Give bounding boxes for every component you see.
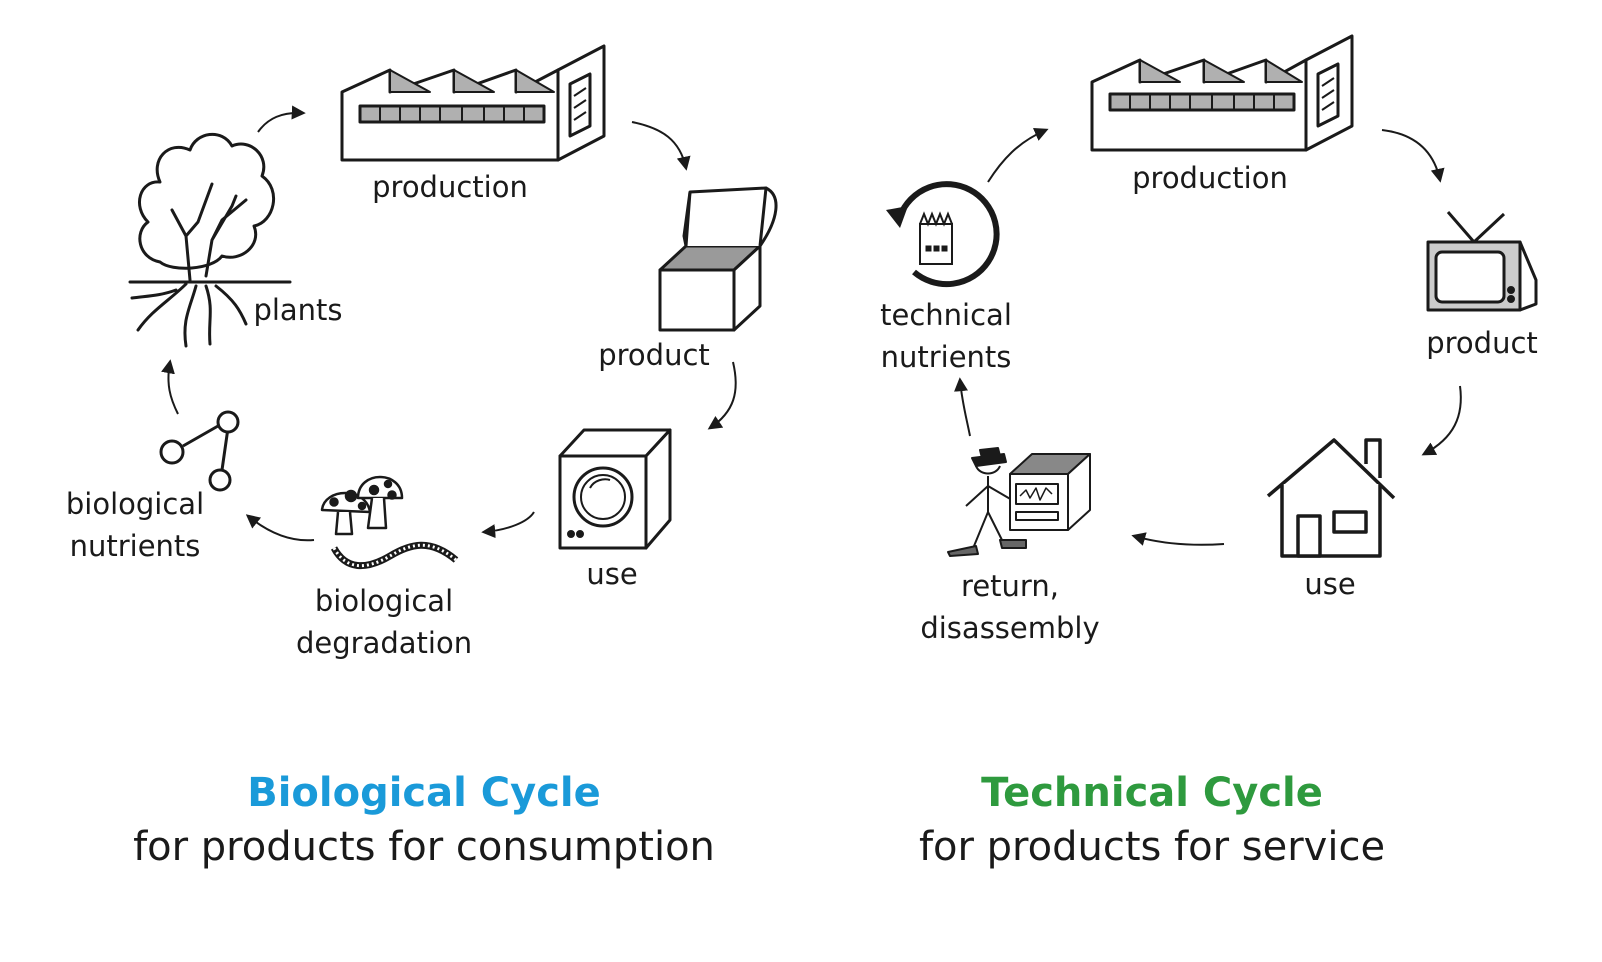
molecule-icon bbox=[159, 410, 240, 492]
bio-product-label: product bbox=[598, 338, 710, 372]
bio-production-label: production bbox=[372, 170, 528, 204]
tech-return-label-1: return, bbox=[961, 569, 1059, 603]
technical-arrows bbox=[954, 127, 1462, 546]
house-icon bbox=[1266, 438, 1396, 558]
bio-use-label: use bbox=[586, 557, 638, 591]
biological-arrows bbox=[161, 105, 737, 542]
technical-title-block: Technical Cycle for products for service bbox=[900, 766, 1404, 874]
arrow-icon bbox=[1381, 129, 1445, 183]
arrow-icon bbox=[707, 361, 737, 430]
bio-nutrients-label-2: nutrients bbox=[69, 529, 201, 563]
technical-subtitle: for products for service bbox=[918, 824, 1386, 870]
biological-title-block: Biological Cycle for products for consum… bbox=[124, 766, 724, 874]
arrow-icon bbox=[161, 359, 179, 415]
tech-nutrients-label-1: technical bbox=[880, 298, 1012, 332]
bio-degradation-label-1: biological bbox=[314, 584, 454, 618]
bio-degradation-label-2: degradation bbox=[296, 626, 473, 660]
arrow-icon bbox=[631, 121, 691, 171]
tech-use-label: use bbox=[1304, 567, 1356, 601]
mushroom-worm-icon bbox=[320, 475, 459, 570]
arrow-icon bbox=[1421, 385, 1462, 456]
factory-icon bbox=[340, 44, 606, 162]
arrow-icon bbox=[954, 377, 971, 437]
washing-machine-icon bbox=[558, 428, 672, 550]
tech-return-label-2: disassembly bbox=[920, 611, 1100, 645]
tech-nutrients-label-2: nutrients bbox=[880, 340, 1012, 374]
arrow-icon bbox=[257, 105, 306, 133]
bio-plants-label: plants bbox=[253, 293, 343, 327]
arrow-icon bbox=[245, 514, 315, 542]
arrow-icon bbox=[987, 127, 1049, 183]
arrow-icon bbox=[481, 511, 535, 539]
arrow-icon bbox=[1131, 532, 1225, 546]
tv-icon bbox=[1426, 211, 1538, 312]
recycle-factory-icon bbox=[886, 181, 1000, 288]
person-machine-icon bbox=[947, 447, 1091, 557]
biological-subtitle: for products for consumption bbox=[133, 824, 715, 870]
technical-title: Technical Cycle bbox=[981, 770, 1323, 816]
tree-icon bbox=[128, 132, 292, 348]
tech-product-label: product bbox=[1426, 326, 1538, 360]
bio-nutrients-label-1: biological bbox=[65, 487, 205, 521]
box-icon bbox=[658, 186, 778, 332]
factory-icon bbox=[1090, 34, 1354, 152]
tech-production-label: production bbox=[1132, 161, 1288, 195]
biological-title: Biological Cycle bbox=[247, 770, 601, 816]
